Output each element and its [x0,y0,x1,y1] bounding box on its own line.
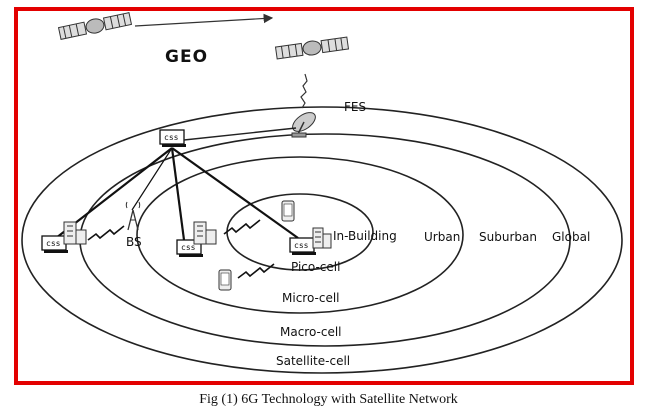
wireless-link-left [87,225,125,241]
phone-upper-icon [281,200,295,222]
micro-cell-label: Micro-cell [282,291,340,305]
css-left-label: css [46,239,61,248]
geo-satellite-icon [57,12,133,40]
building-pico-icon [312,227,332,249]
hub-link-pico [171,147,299,239]
css-node-pico: css [289,237,316,255]
in-building-label: In-Building [333,229,397,243]
macro-cell-label: Macro-cell [280,325,342,339]
geo-label: GEO [165,47,208,67]
hub-fes-link [183,127,297,141]
pico-cell-label: Pico-cell [291,260,340,274]
relay-satellite-icon [274,36,350,60]
bs-tower-icon [125,201,141,231]
geo-link [134,13,274,27]
satellite-cell-label: Satellite-cell [276,354,350,368]
css-node-left: css [41,235,68,253]
urban-label: Urban [424,230,460,244]
suburban-label: Suburban [479,230,537,244]
hub-link-bs [131,147,173,211]
fes-satellite-link [300,73,308,109]
micro-cell-ellipse [136,156,464,314]
fes-dish-icon [291,112,316,138]
bs-label: BS [126,235,142,249]
css-hub-label: css [164,133,179,142]
css-micro-label: css [181,243,196,252]
wireless-link-micro [223,219,261,235]
figure-frame [14,7,634,385]
phone-lower-icon [218,269,232,291]
fes-label: FES [344,100,366,114]
css-pico-label: css [294,241,309,250]
building-left-icon [63,221,87,245]
css-hub-node: css [159,129,186,147]
hub-link-micro [170,147,186,241]
wireless-link-pico [237,263,275,279]
figure-caption: Fig (1) 6G Technology with Satellite Net… [199,392,458,407]
building-micro-icon [193,221,217,245]
satellite-cell-ellipse [21,106,623,374]
global-label: Global [552,230,590,244]
